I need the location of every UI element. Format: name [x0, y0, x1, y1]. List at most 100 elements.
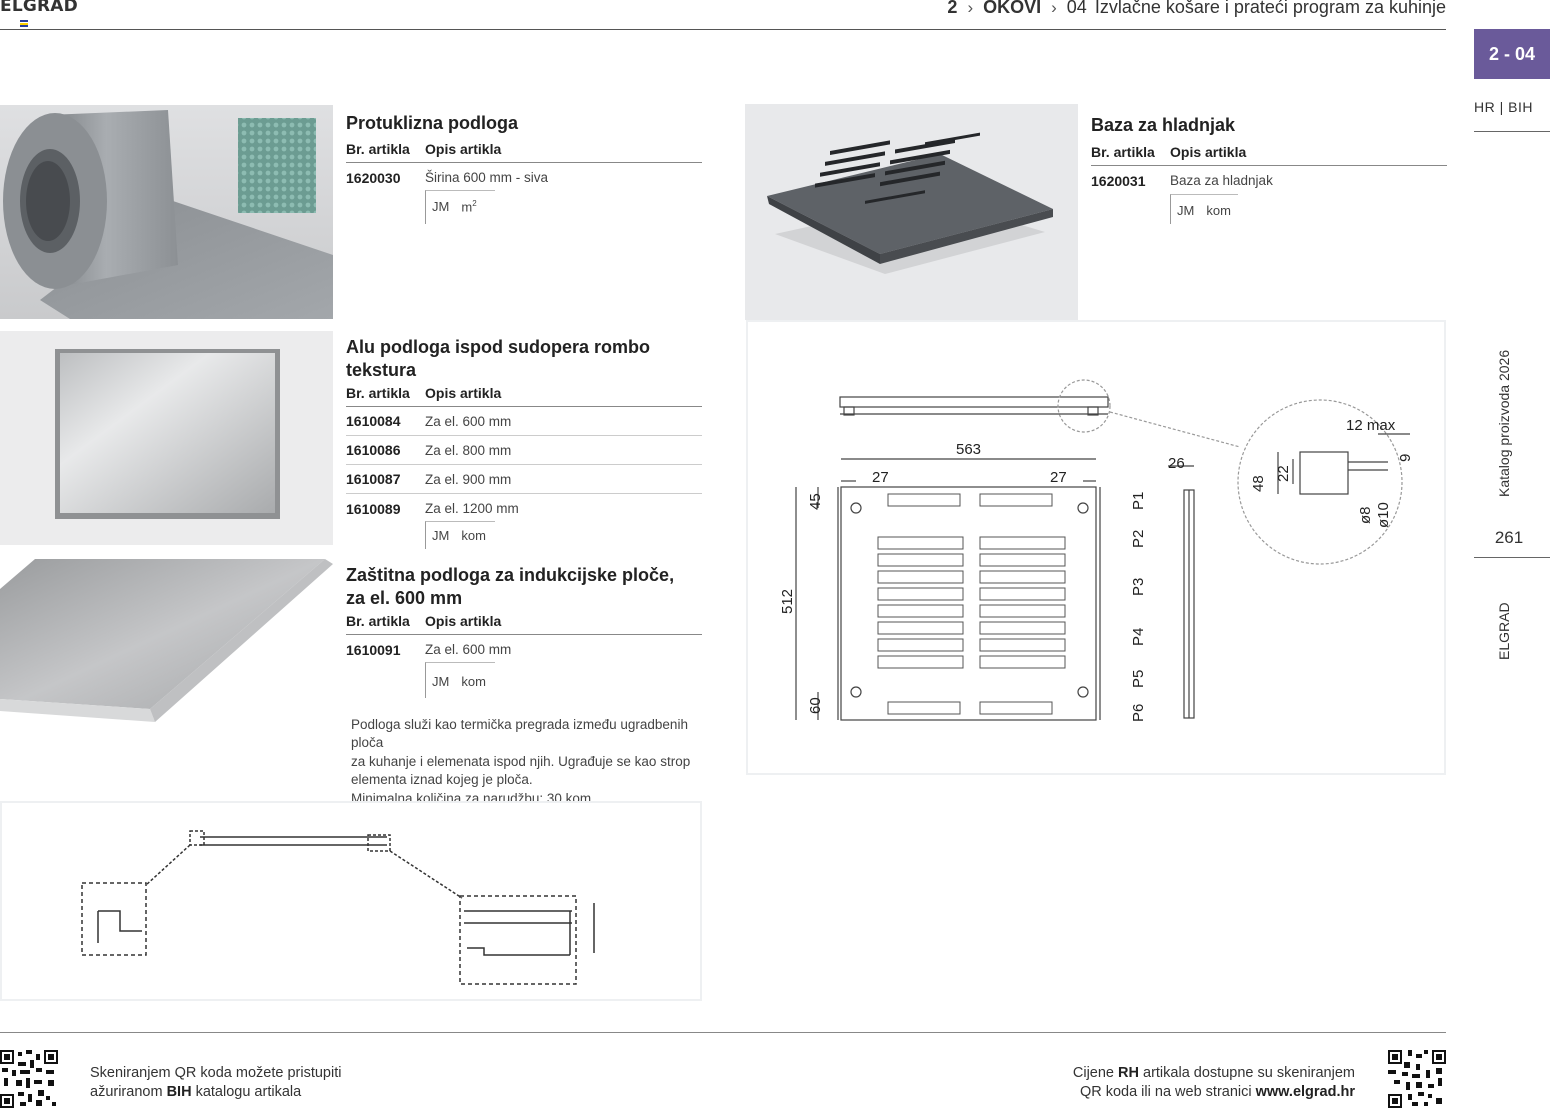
position-label: P1	[1130, 492, 1147, 510]
unit-box: JM kom	[425, 662, 495, 698]
position-label: P5	[1130, 670, 1147, 688]
dimension-label: 45	[807, 493, 824, 510]
language-label: HR | BIH	[1474, 99, 1533, 115]
product-title-line: za el. 600 mm	[346, 588, 463, 608]
dimension-label: 60	[807, 697, 824, 714]
article-description: Za el. 600 mm	[425, 413, 512, 429]
unit-value: kom	[461, 674, 486, 689]
technical-drawing-hladnjak: 563 27 27 26 12 max 45 512 60 48 22 9 ø8…	[746, 320, 1446, 775]
article-code: 1610089	[346, 500, 401, 517]
unit-value: kom	[1206, 203, 1231, 218]
section-drawing-svg	[81, 830, 595, 985]
table-row: 1610087 Za el. 900 mm	[346, 465, 702, 494]
product-title-line: Alu podloga ispod sudopera rombo	[346, 337, 650, 357]
dimension-label: 26	[1168, 455, 1185, 472]
footer-left-line: ažuriranom BIH katalogu artikala	[90, 1083, 341, 1102]
breadcrumb-section: OKOVI	[983, 0, 1042, 17]
catalog-label: Katalog proizvoda 2026	[1496, 349, 1512, 497]
product-title: Baza za hladnjak	[1091, 115, 1236, 135]
unit-exponent: 2	[472, 199, 477, 208]
note-line: elementa iznad kojeg je ploča.	[351, 772, 533, 788]
table-row: 1620030 Širina 600 mm - siva	[346, 163, 702, 192]
dimension-label: 48	[1250, 475, 1267, 492]
column-header-code: Br. artikla	[1091, 144, 1155, 160]
table-row: 1610091 Za el. 600 mm	[346, 635, 702, 664]
table-header: Br. artikla Opis artikla	[346, 613, 702, 635]
position-label: P4	[1130, 628, 1147, 646]
text-fragment: ažuriranom	[90, 1084, 167, 1100]
table-row: 1610089 Za el. 1200 mm	[346, 494, 702, 523]
unit-text: m	[461, 199, 473, 215]
table-header: Br. artikla Opis artikla	[346, 141, 702, 163]
article-code: 1610086	[346, 442, 401, 458]
technical-drawing-alu	[0, 801, 702, 1001]
product-title: Zaštitna podloga za indukcijske ploče, z…	[346, 564, 674, 610]
breadcrumb-sub-number: 04	[1066, 0, 1087, 17]
header-divider	[0, 29, 1446, 30]
column-header-code: Br. artikla	[346, 385, 410, 401]
text-fragment: Cijene	[1072, 1065, 1119, 1081]
column-header-desc: Opis artikla	[425, 613, 502, 629]
footer-right-line: QR koda ili na web stranici www.elgrad.h…	[1073, 1083, 1355, 1102]
qr-code-icon[interactable]	[0, 1050, 58, 1108]
unit-box: JM m2	[425, 190, 495, 224]
chevron-right-icon: ›	[967, 0, 974, 17]
flag-icon	[20, 20, 28, 27]
article-description: Za el. 1200 mm	[425, 501, 519, 516]
note-line: za kuhanje i elemenata ispod njih. Ugrađ…	[351, 753, 691, 769]
drawing-svg: 563 27 27 26 12 max 45 512 60 48 22 9 ø8…	[779, 379, 1414, 722]
column-header-desc: Opis artikla	[425, 141, 502, 157]
article-description: Za el. 800 mm	[425, 442, 512, 458]
column-header-code: Br. artikla	[346, 613, 410, 629]
dimension-label: 27	[872, 469, 889, 486]
product-title: Alu podloga ispod sudopera rombo tekstur…	[346, 336, 650, 382]
text-fragment: katalogu artikala	[191, 1084, 302, 1100]
chapter-tab: 2 - 04	[1474, 29, 1550, 79]
footer-left-text: Skeniranjem QR koda možete pristupiti až…	[90, 1064, 341, 1102]
article-description: Širina 600 mm - siva	[425, 170, 549, 185]
article-description: Za el. 900 mm	[425, 471, 512, 487]
article-code: 1610084	[346, 413, 401, 429]
article-description: Za el. 600 mm	[425, 642, 512, 657]
footer-left-line: Skeniranjem QR koda možete pristupiti	[90, 1065, 342, 1081]
dimension-label: ø8	[1357, 506, 1374, 524]
unit-box: JM kom	[425, 521, 495, 549]
product-title: Protuklizna podloga	[346, 113, 519, 133]
unit-label: JM	[432, 674, 450, 689]
footer-divider	[0, 1032, 1446, 1033]
table-row: 1610086 Za el. 800 mm	[346, 436, 702, 465]
website-link[interactable]: www.elgrad.hr	[1255, 1084, 1355, 1100]
page-number: 261	[1494, 528, 1524, 547]
qr-code-icon[interactable]	[1388, 1050, 1446, 1108]
footer-right-text: Cijene RH artikala dostupne su skeniranj…	[1073, 1064, 1355, 1102]
chevron-right-icon: ›	[1051, 0, 1057, 17]
position-label: P6	[1130, 704, 1147, 722]
column-header-code: Br. artikla	[346, 141, 410, 157]
product-image-alu	[0, 331, 333, 545]
rail-divider	[1474, 131, 1550, 132]
text-fragment-bold: BIH	[166, 1084, 192, 1100]
table-row: 1610084 Za el. 600 mm	[346, 407, 702, 436]
article-description: Baza za hladnjak	[1170, 173, 1273, 188]
column-header-desc: Opis artikla	[425, 385, 502, 401]
dimension-label: ø10	[1375, 502, 1392, 528]
unit-value: kom	[461, 528, 486, 543]
note-line: Podloga služi kao termička pregrada izme…	[351, 717, 688, 751]
table-header: Br. artikla Opis artikla	[346, 385, 702, 407]
article-code: 1620031	[1091, 172, 1146, 189]
text-fragment-bold: RH	[1118, 1065, 1139, 1081]
dimension-label: 22	[1275, 465, 1292, 482]
product-note: Podloga služi kao termička pregrada izme…	[351, 716, 711, 808]
product-image-protuklizna	[0, 105, 333, 319]
breadcrumb-sub-title: Izvlačne košare i prateći program za kuh…	[1094, 0, 1446, 17]
text-fragment: artikala dostupne su skeniranjem	[1138, 1065, 1355, 1081]
unit-label: JM	[1177, 203, 1195, 218]
dimension-label: 563	[956, 441, 981, 458]
dimension-label: 512	[779, 589, 796, 614]
dimension-label: 27	[1050, 469, 1067, 486]
column-header-desc: Opis artikla	[1170, 144, 1247, 160]
breadcrumb-chapter: 2	[947, 0, 958, 17]
rail-divider	[1474, 557, 1550, 558]
unit-box: JM kom	[1170, 194, 1238, 224]
dimension-label: 12 max	[1346, 417, 1396, 434]
